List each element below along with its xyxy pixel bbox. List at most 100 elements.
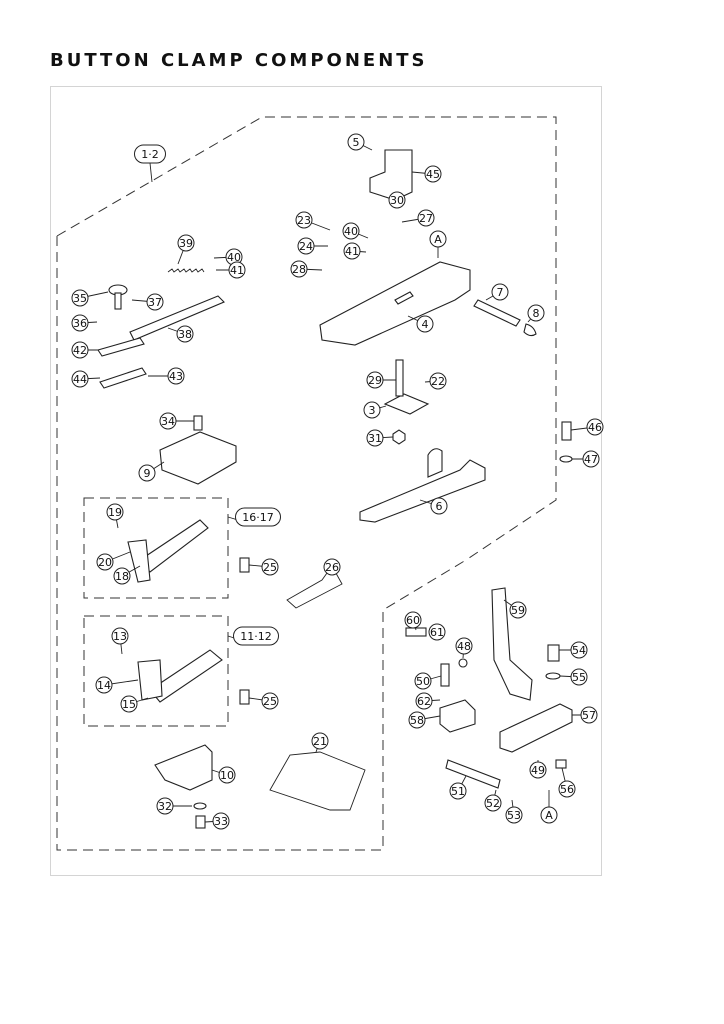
- part-label-53: 53: [505, 806, 523, 824]
- part-label-30-circle: [388, 191, 406, 209]
- part-39-spring: [167, 268, 205, 273]
- part-label-10-text: 10: [220, 769, 234, 782]
- part-58-block: [439, 699, 476, 733]
- part-56-screw: [555, 759, 567, 769]
- part-label-55: 55: [570, 668, 588, 686]
- part-label-29-circle: [366, 371, 384, 389]
- subassembly-16-17-outline: [83, 497, 229, 599]
- part-label-33: 33: [212, 812, 230, 830]
- part-label-42: 42: [71, 341, 89, 359]
- part-label-35-circle: [71, 289, 89, 307]
- part-label-32-text: 32: [158, 800, 172, 813]
- part-label-22: 22: [429, 372, 447, 390]
- diagram-frame: [50, 86, 602, 876]
- part-label-25: 25: [261, 558, 279, 576]
- part-label-58-text: 58: [410, 714, 424, 727]
- part-33-screw: [195, 815, 206, 829]
- part-label-46-circle: [586, 418, 604, 436]
- part-label-43: 43: [167, 367, 185, 385]
- part-label-3-circle: [363, 401, 381, 419]
- box-label-text: 11·12: [240, 630, 272, 643]
- part-label-20-circle: [96, 553, 114, 571]
- part-label-37-text: 37: [148, 296, 162, 309]
- part-9-clamp-body: [159, 431, 237, 485]
- box-label: 1·2: [134, 144, 166, 164]
- part-label-25-circle: [261, 558, 279, 576]
- part-label-61-circle: [428, 623, 446, 641]
- part-label-19: 19: [106, 503, 124, 521]
- part-16-17-arm: [139, 519, 209, 573]
- part-label-52-circle: [484, 794, 502, 812]
- part-label-5-text: 5: [353, 136, 360, 149]
- part-45-bracket: [369, 149, 413, 201]
- part-label-43-circle: [167, 367, 185, 385]
- part-label-20-text: 20: [98, 556, 112, 569]
- part-label-27-circle: [417, 209, 435, 227]
- part-46-screw: [561, 421, 572, 441]
- part-14-plate: [137, 659, 163, 701]
- part-label-18: 18: [113, 567, 131, 585]
- part-21-wire: [269, 751, 366, 811]
- part-label-24-text: 24: [299, 240, 313, 253]
- part-11-12-arm: [149, 649, 223, 703]
- part-label-21-text: 21: [313, 735, 327, 748]
- part-label-59-text: 59: [511, 604, 525, 617]
- part-label-62: 62: [415, 692, 433, 710]
- part-label-60-circle: [404, 611, 422, 629]
- part-label-23-circle: [295, 211, 313, 229]
- part-label-50-circle: [414, 672, 432, 690]
- box-label-text: 16·17: [242, 511, 274, 524]
- part-42-plate: [97, 337, 145, 357]
- part-label-28: 28: [290, 260, 308, 278]
- part-label-44-text: 44: [73, 373, 87, 386]
- box-label-frame: [233, 626, 279, 646]
- part-label-39-text: 39: [179, 237, 193, 250]
- part-label-35-text: 35: [73, 292, 87, 305]
- part-label-31-circle: [366, 429, 384, 447]
- part-label-56-circle: [558, 780, 576, 798]
- part-label-47-circle: [582, 450, 600, 468]
- part-label-18-circle: [113, 567, 131, 585]
- box-label-frame: [134, 144, 166, 164]
- part-55-washer: [545, 672, 561, 680]
- part-label-52-text: 52: [486, 797, 500, 810]
- part-label-34-circle: [159, 412, 177, 430]
- part-label-44-circle: [71, 370, 89, 388]
- part-25-screw-a: [239, 557, 250, 573]
- part-label-42-text: 42: [73, 344, 87, 357]
- ref-label-A: A: [540, 806, 558, 824]
- part-label-10-circle: [218, 766, 236, 784]
- leader-lines: [79, 141, 596, 823]
- part-label-31: 31: [366, 429, 384, 447]
- part-44-plate: [99, 367, 147, 389]
- ref-label-A-text: A: [545, 809, 553, 822]
- part-label-29: 29: [366, 371, 384, 389]
- part-label-21: 21: [311, 732, 329, 750]
- part-7-rod: [473, 299, 521, 327]
- part-label-41-text: 41: [345, 245, 359, 258]
- part-label-34-text: 34: [161, 415, 175, 428]
- part-25-screw-b: [239, 689, 250, 705]
- part-label-15-text: 15: [122, 698, 136, 711]
- part-label-36-text: 36: [73, 317, 87, 330]
- part-label-25-circle: [261, 692, 279, 710]
- part-label-30: 30: [388, 191, 406, 209]
- part-34-screw: [193, 415, 203, 431]
- part-label-55-circle: [570, 668, 588, 686]
- part-label-23-text: 23: [297, 214, 311, 227]
- part-label-31-text: 31: [368, 432, 382, 445]
- part-label-40-text: 40: [227, 251, 241, 264]
- part-label-53-circle: [505, 806, 523, 824]
- part-label-46-text: 46: [588, 421, 602, 434]
- part-label-4-circle: [416, 315, 434, 333]
- part-label-60-text: 60: [406, 614, 420, 627]
- part-label-41: 41: [343, 242, 361, 260]
- part-label-8-text: 8: [533, 307, 540, 320]
- part-label-33-text: 33: [214, 815, 228, 828]
- box-label-frame: [235, 507, 281, 527]
- part-32-washer: [193, 802, 207, 810]
- part-label-7: 7: [491, 283, 509, 301]
- part-label-46: 46: [586, 418, 604, 436]
- part-label-61-text: 61: [430, 626, 444, 639]
- part-label-59-circle: [509, 601, 527, 619]
